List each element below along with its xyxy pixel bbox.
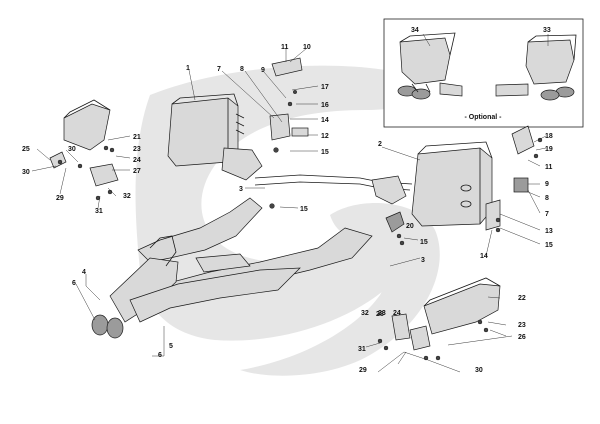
callout-14: 14 [480,253,488,260]
optional-label: - Optional - [465,114,503,121]
callout-3: 3 [421,257,425,264]
callout-24: 24 [393,310,401,317]
callout-2: 2 [378,141,382,148]
callout-7: 7 [217,66,221,73]
callout-33: 33 [543,27,551,34]
callout-24: 24 [133,157,141,164]
callout-6: 6 [158,352,162,359]
callout-11: 11 [545,164,553,171]
callout-9: 9 [261,67,265,74]
callout-29: 29 [56,195,64,202]
callout-23: 23 [518,322,526,329]
callout-21: 21 [133,134,141,141]
callout-31: 31 [358,346,366,353]
crossover-pipe [254,174,413,205]
callout-28: 28 [376,311,384,318]
callout-3: 3 [239,186,243,193]
callout-15: 15 [321,149,329,156]
callout-4: 4 [82,269,86,276]
heat-shield-right [409,277,501,351]
callout-23: 23 [378,310,386,317]
callout-25: 25 [22,146,30,153]
hanger-brackets [49,57,535,341]
muffler-left [167,93,263,181]
optional-tailpipe-left [397,32,463,100]
callout-18: 18 [545,133,553,140]
callout-19: 19 [545,146,553,153]
part-callouts: 1 2 3 3 4 5 6 6 7 7 8 8 9 9 10 11 11 12 … [22,27,553,374]
heat-shield-left [63,99,119,187]
callout-7: 7 [545,211,549,218]
callout-8: 8 [545,195,549,202]
callout-5: 5 [169,343,173,350]
callout-30: 30 [68,146,76,153]
callout-12: 12 [321,133,329,140]
callout-17: 17 [321,84,329,91]
callout-8: 8 [240,66,244,73]
callout-26: 26 [518,334,526,341]
callout-31: 31 [95,208,103,215]
callout-30: 30 [475,367,483,374]
callout-32: 32 [123,193,131,200]
callout-14: 14 [321,117,329,124]
main-exhaust-pipes [91,197,373,339]
muffler-right [411,141,493,227]
leader-lines [31,33,549,373]
callout-32: 32 [361,310,369,317]
callout-20: 20 [406,223,414,230]
callout-29: 29 [359,367,367,374]
callout-13: 13 [545,228,553,235]
callout-15: 15 [420,239,428,246]
callout-10: 10 [303,44,311,51]
callout-15: 15 [545,242,553,249]
callout-11: 11 [281,44,289,51]
callout-15: 15 [300,206,308,213]
callout-30: 30 [22,169,30,176]
callout-1: 1 [186,65,190,72]
callout-9: 9 [545,181,549,188]
optional-tailpipe-right [495,34,577,101]
callout-22: 22 [518,295,526,302]
callout-16: 16 [321,102,329,109]
callout-6: 6 [72,280,76,287]
callout-27: 27 [133,168,141,175]
callout-23: 23 [133,146,141,153]
optional-inset: - Optional - [383,18,584,128]
callout-34: 34 [411,27,419,34]
fasteners [57,89,543,361]
